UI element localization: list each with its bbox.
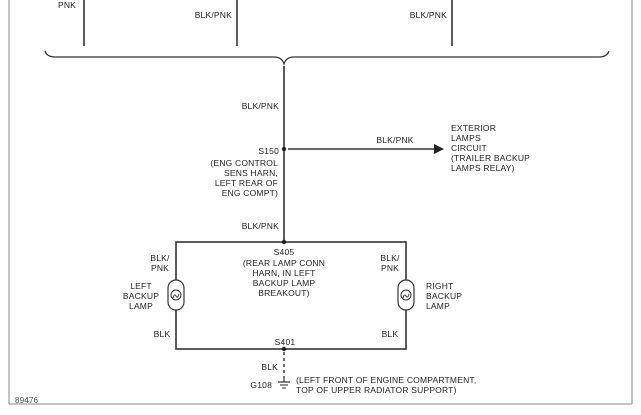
splice-s150-location: (ENG CONTROL SENS HARN, LEFT REAR OF ENG… [210,158,278,198]
splice-s405-id: S405 [273,247,295,257]
splice-s401-id: S401 [274,337,296,347]
splice-s150-dot [281,146,287,152]
trunk-wire-label: BLK/PNK [241,101,279,111]
splice-s405-dot [281,239,287,245]
arrow-icon [434,144,444,154]
left-lamp-ground-wire-label: BLK [153,329,171,339]
right-lamp-ground-wire-label: BLK [381,329,399,339]
splice-s150-id: S150 [258,146,279,156]
splice-s405-location: (REAR LAMP CONN HARN, IN LEFT BACKUP LAM… [242,258,326,298]
right-lamp-feed-wire-label: BLK/ PNK [380,253,400,273]
ground-g108-location: (LEFT FRONT OF ENGINE COMPARTMENT, TOP O… [296,375,477,395]
lower-trunk-wire-label: BLK/PNK [241,221,279,231]
right-lamp-bulb-icon [397,279,415,311]
splice-s401-dot [281,346,287,352]
ground-icon [278,378,290,389]
ground-wire-label: BLK [261,362,278,372]
left-lamp-bulb-icon [167,279,185,311]
grouping-brace [44,50,610,67]
left-lamp-name: LEFT BACKUP LAMP [122,281,160,311]
exterior-lamps-circuit-label: EXTERIOR LAMPS CIRCUIT (TRAILER BACKUP L… [451,123,531,173]
top-right-wire-label: BLK/PNK [409,10,447,20]
top-left-wire-label: PNK [57,0,77,10]
right-lamp-name: RIGHT BACKUP LAMP [426,281,463,311]
left-lamp-feed-wire-label: BLK/ PNK [150,253,170,273]
branch-wire-label: BLK/PNK [376,135,414,145]
top-middle-wire-label: BLK/PNK [194,10,232,20]
figure-number: 89476 [15,396,39,405]
ground-g108-id: G108 [250,380,272,390]
